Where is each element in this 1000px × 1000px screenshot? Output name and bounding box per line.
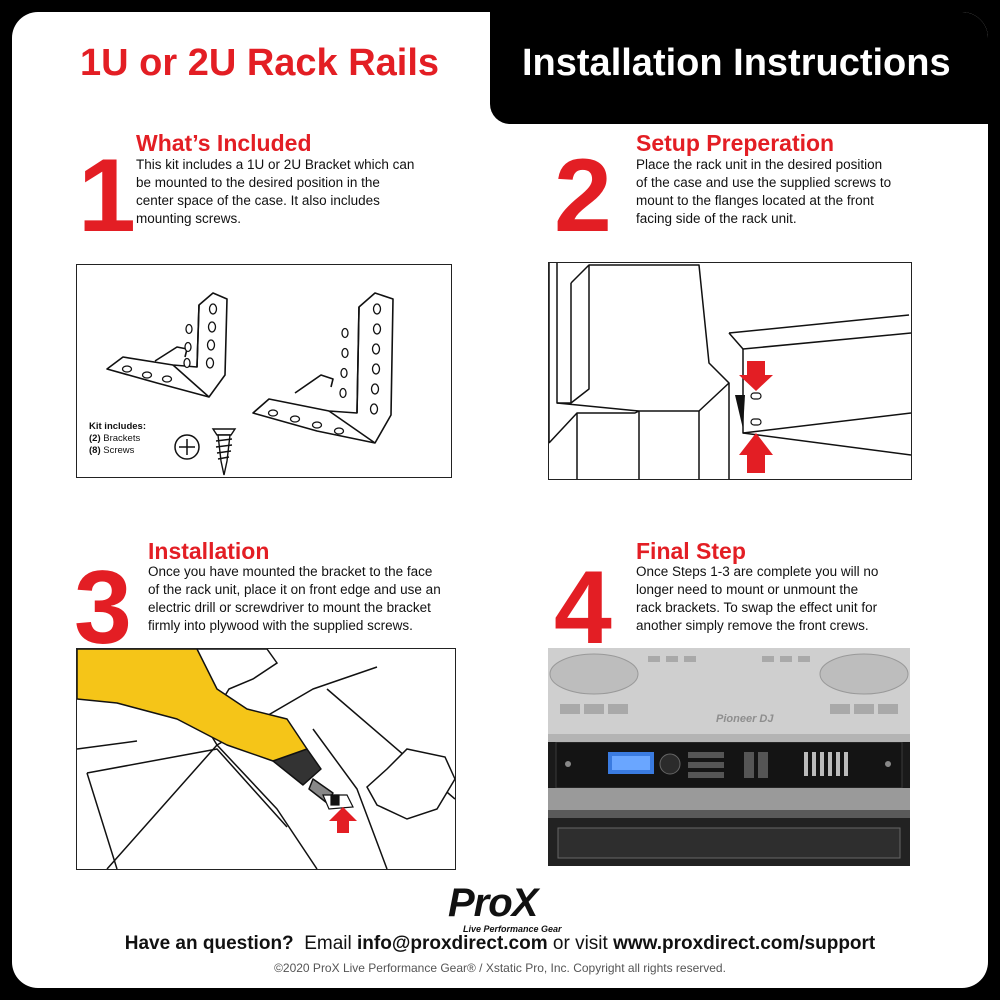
step-3-number: 3 [74, 550, 132, 666]
prox-logo: ProX Live Performance Gear [448, 882, 576, 938]
step-1-heading: What’s Included [136, 130, 312, 156]
kit-includes-note: Kit includes: (2) Brackets (8) Screws [89, 421, 147, 456]
case-photo-drawing: Pioneer DJ [548, 648, 910, 866]
logo-tagline: Live Performance Gear [463, 924, 562, 934]
case-illustration [548, 262, 912, 480]
product-title: 1U or 2U Rack Rails [80, 42, 440, 84]
pioneer-brand-text: Pioneer DJ [716, 713, 774, 725]
step-2-number: 2 [554, 138, 612, 254]
bracket-drawing [106, 292, 394, 476]
step-4-heading: Final Step [636, 538, 746, 564]
step-3-heading: Installation [148, 538, 270, 564]
brackets-illustration: Kit includes: (2) Brackets (8) Screws [76, 264, 452, 478]
copyright-notice: ©2020 ProX Live Performance Gear® / Xsta… [274, 961, 726, 975]
case-photo: Pioneer DJ [548, 648, 910, 866]
contact-line: Have an question? Email info@proxdirect.… [124, 933, 876, 954]
drill-drawing [77, 649, 455, 869]
header-tab [490, 12, 988, 124]
step-2-text: Place the rack unit in the desired posit… [636, 157, 892, 226]
screw-icon [211, 428, 237, 476]
instruction-card: 1U or 2U Rack Rails Installation Instruc… [12, 12, 988, 988]
screw-head-icon [174, 434, 200, 460]
support-email-link[interactable]: info@proxdirect.com [357, 933, 548, 954]
drill-illustration [76, 648, 456, 870]
support-url-link[interactable]: www.proxdirect.com/support [613, 933, 876, 954]
step-4-number: 4 [554, 550, 612, 666]
step-2-heading: Setup Preperation [636, 130, 835, 156]
logo-wordmark: ProX [448, 881, 538, 925]
instructions-title: Installation Instructions [522, 42, 951, 84]
step-3-text: Once you have mounted the bracket to the… [148, 564, 441, 633]
step-1-number: 1 [78, 138, 136, 254]
step-1-text: This kit includes a 1U or 2U Bracket whi… [136, 157, 415, 226]
case-drawing [549, 263, 911, 479]
